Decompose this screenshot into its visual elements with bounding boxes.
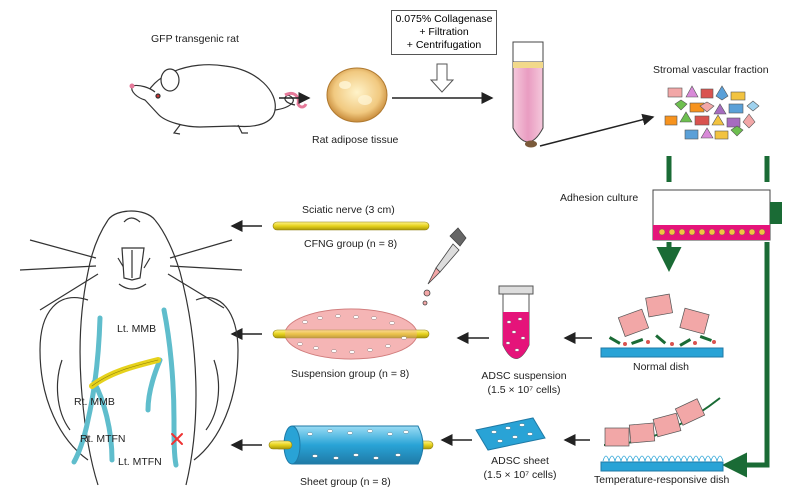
gfp-rat-label: GFP transgenic rat bbox=[151, 33, 239, 45]
pipette-icon bbox=[422, 227, 467, 306]
normal-dish-label: Normal dish bbox=[633, 361, 690, 373]
rt-mmb-label: Rt. MMB bbox=[74, 396, 115, 408]
adhesion-culture-flask bbox=[652, 189, 782, 241]
suspension-group-label: Suspension group (n = 8) bbox=[291, 368, 410, 380]
rt-mtfn-label: Rt. MTFN bbox=[80, 433, 126, 445]
adsc-sheet bbox=[475, 417, 546, 451]
centrifuge-tube bbox=[512, 41, 544, 148]
adipose-label: Rat adipose tissue bbox=[312, 134, 399, 146]
cut-mark-icon bbox=[171, 433, 183, 445]
adsc-sheet-label: ADSC sheet bbox=[491, 455, 549, 467]
suspension-group-graft bbox=[272, 308, 430, 360]
process-step-collagenase: 0.075% Collagenase bbox=[395, 13, 493, 25]
normal-dish bbox=[600, 293, 724, 358]
adsc-suspension-tube bbox=[498, 285, 534, 359]
cfng-group-label: CFNG group (n = 8) bbox=[304, 238, 398, 250]
adipose-tissue-icon bbox=[326, 67, 388, 123]
temperature-responsive-dish bbox=[600, 397, 724, 472]
rat-illustration bbox=[129, 64, 308, 135]
adsc-suspension-label: ADSC suspension bbox=[481, 370, 567, 382]
adsc-suspension-cells: (1.5 × 10⁷ cells) bbox=[487, 384, 561, 396]
lt-mmb-label: Lt. MMB bbox=[117, 323, 157, 335]
rat-face-diagram bbox=[19, 210, 243, 486]
process-box: 0.075% Collagenase + Filtration + Centri… bbox=[391, 10, 497, 55]
facial-nerves bbox=[71, 307, 179, 468]
adsc-sheet-cells: (1.5 × 10⁷ cells) bbox=[483, 469, 557, 481]
sciatic-nerve-graft bbox=[272, 221, 430, 231]
temp-dish-label: Temperature-responsive dish bbox=[594, 474, 730, 486]
arrow-tube-to-svf bbox=[539, 113, 655, 147]
lt-mtfn-label: Lt. MTFN bbox=[118, 456, 162, 468]
sciatic-nerve-label: Sciatic nerve (3 cm) bbox=[302, 204, 395, 216]
sheet-group-label: Sheet group (n = 8) bbox=[300, 476, 391, 488]
svf-cells bbox=[664, 85, 760, 140]
process-down-arrow bbox=[429, 63, 455, 93]
adhesion-label: Adhesion culture bbox=[560, 192, 639, 204]
svf-label: Stromal vascular fraction bbox=[653, 64, 769, 76]
green-arrow-to-temp-dish bbox=[722, 242, 770, 478]
process-step-filtration: + Filtration bbox=[419, 26, 469, 38]
process-step-centrifugation: + Centrifugation bbox=[406, 39, 482, 51]
sheet-group-graft bbox=[268, 425, 434, 465]
